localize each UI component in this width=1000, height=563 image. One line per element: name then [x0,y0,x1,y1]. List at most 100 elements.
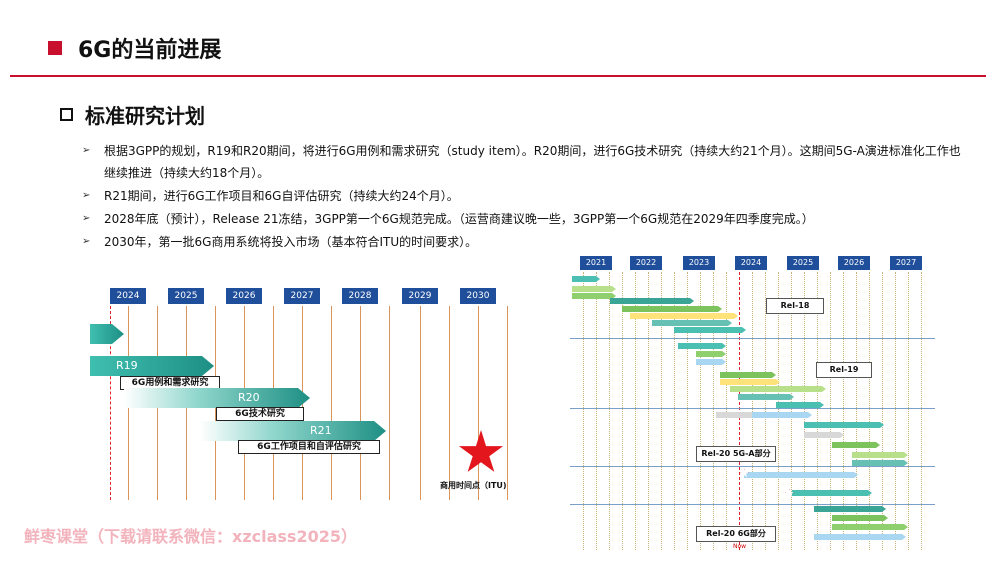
year-header: 2025 [787,256,819,270]
bar-label: R20 [238,391,260,404]
grid-line [700,272,701,550]
slide-title: 6G的当前进展 [48,32,221,64]
year-header: 2022 [630,256,662,270]
bar-label: R21 [310,424,332,437]
roadmap-bar [832,515,888,521]
grid-line [478,306,479,500]
bullet-text: 2028年底（预计），Release 21冻结，3GPP第一个6G规范完成。（运… [104,212,814,226]
list-item: ➢R21期间，进行6G工作项目和6G自评估研究（持续大约24个月）。 [82,185,962,207]
roadmap-bar [716,412,756,418]
grid-line [420,306,421,500]
grid-line [830,272,831,550]
watermark: 鲜枣课堂（下载请联系微信：xzclass2025） [24,527,357,546]
roadmap-bar [572,293,616,299]
bullet-text: 根据3GPP的规划，R19和R20期间，将进行6G用例和需求研究（study i… [104,144,961,180]
grid-line [331,306,332,500]
box-label: 6G技术研究 [216,407,304,421]
release-label: Rel-20 6G部分 [696,526,776,542]
roadmap-bar [804,422,884,428]
roadmap-bar [814,534,906,540]
roadmap-bar [630,313,738,319]
roadmap-bar [572,276,600,282]
roadmap-bar [696,359,726,365]
bar-label: R19 [116,359,138,372]
star-label: 商用时间点（ITU) [440,481,507,490]
grid-line [687,272,688,550]
grid-line [713,272,714,550]
grid-line [661,272,662,550]
section-title: 标准研究计划 [85,104,205,128]
bullet-text: R21期间，进行6G工作项目和6G自评估研究（持续大约24个月）。 [104,189,459,203]
release-label: Rel-18 [766,298,824,314]
grid-line [674,272,675,550]
arrow-bullet-icon: ➢ [82,145,91,156]
grid-line [752,272,753,550]
year-header: 2030 [460,288,496,304]
r18-bar [90,324,124,344]
release-separator [570,504,935,505]
box-label: 6G用例和需求研究 [120,376,220,390]
bullet-text: 2030年，第一批6G商用系统将投入市场（基本符合ITU的时间要求）。 [104,235,478,249]
grid-line [791,272,792,550]
list-item: ➢ 根据3GPP的规划，R19和R20期间，将进行6G用例和需求研究（study … [82,140,962,184]
release-label: Rel-20 5G-A部分 [696,446,776,462]
grid-line [778,272,779,550]
roadmap-bar [572,286,616,292]
roadmap-bar [720,379,780,385]
now-marker-line [110,306,111,500]
r19-bar: R19 [90,356,214,376]
roadmap-bar [752,412,812,418]
roadmap-bar [814,506,886,512]
roadmap-bar [652,320,732,326]
timeline-chart-right: 2021 2022 2023 2024 2025 2026 2027 Rel-1… [570,256,935,552]
year-header: 2029 [402,288,438,304]
year-header: 2028 [342,288,378,304]
roadmap-bar [776,402,824,408]
roadmap-bar [622,306,722,312]
grid-line [635,272,636,550]
grid-line [507,306,508,500]
grid-line [908,272,909,550]
grid-line [804,272,805,550]
grid-line [817,272,818,550]
year-header: 2025 [168,288,204,304]
roadmap-bar [730,386,826,392]
grid-line [648,272,649,550]
roadmap-bar [720,372,776,378]
square-bullet-icon [60,108,73,121]
title-divider [10,75,986,77]
roadmap-bar [674,327,746,333]
grid-line [921,272,922,550]
year-header: 2026 [838,256,870,270]
roadmap-bar [852,452,908,458]
release-separator [570,338,935,339]
roadmap-bar [696,351,726,357]
roadmap-bar [678,343,726,349]
roadmap-bar [804,432,844,438]
year-header: 2024 [735,256,767,270]
roadmap-bar [852,460,908,466]
year-header: 2026 [226,288,262,304]
r21-bar: R21 [200,421,386,441]
grid-line [882,272,883,550]
grid-line [622,272,623,550]
grid-line [895,272,896,550]
grid-line [389,306,390,500]
timeline-chart-left: 2024 2025 2026 2027 2028 2029 2030 R19 6… [90,288,510,500]
release-separator [570,466,935,467]
grid-line [449,306,450,500]
title-marker [48,41,62,55]
bullet-list: ➢ 根据3GPP的规划，R19和R20期间，将进行6G用例和需求研究（study … [82,140,962,254]
grid-line [765,272,766,550]
list-item: ➢2028年底（预计），Release 21冻结，3GPP第一个6G规范完成。（… [82,208,962,230]
roadmap-bar [832,524,908,530]
now-label: Now [733,543,747,550]
roadmap-bar [832,442,880,448]
grid-line [843,272,844,550]
star-icon [458,430,504,472]
grid-line [869,272,870,550]
grid-line [596,272,597,550]
roadmap-bar [744,472,858,478]
year-header: 2023 [683,256,715,270]
section-heading: 标准研究计划 [60,100,205,129]
